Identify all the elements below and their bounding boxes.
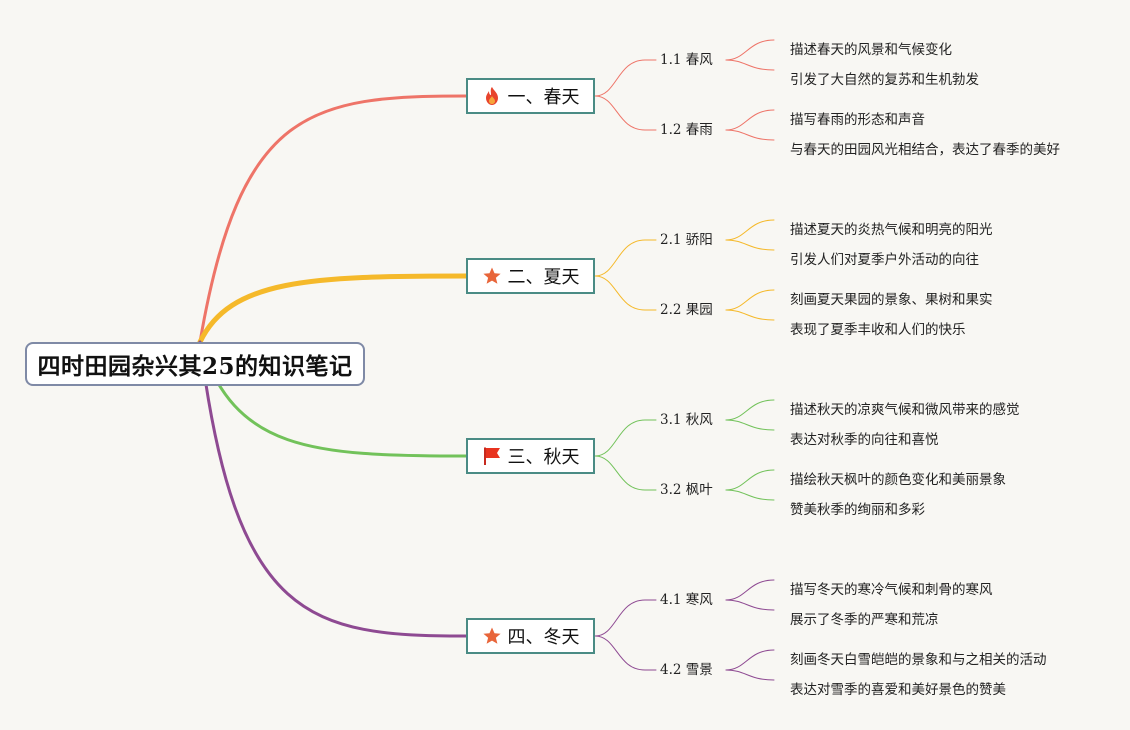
subtopic[interactable]: 3.2 枫叶 (660, 482, 713, 498)
leaf-topic[interactable]: 表达对雪季的喜爱和美好景色的赞美 (790, 682, 1006, 698)
leaf-topic[interactable]: 描写冬天的寒冷气候和刺骨的寒风 (790, 582, 993, 598)
sub-connector (594, 419, 657, 457)
branch-topic[interactable]: 二、夏天 (466, 258, 595, 294)
flag-icon (482, 446, 502, 466)
branch-connector (198, 94, 468, 344)
leaf-connector (725, 239, 775, 251)
branch-label: 四、冬天 (507, 627, 580, 648)
fire-icon (482, 86, 502, 106)
leaf-connector (725, 469, 775, 491)
leaf-connector (725, 219, 775, 241)
leaf-topic[interactable]: 表达对秋季的向往和喜悦 (790, 432, 939, 448)
leaf-topic[interactable]: 刻画冬天白雪皑皑的景象和与之相关的活动 (790, 652, 1047, 668)
leaf-topic[interactable]: 引发了大自然的复苏和生机勃发 (790, 72, 979, 88)
leaf-topic[interactable]: 描述春天的风景和气候变化 (790, 42, 952, 58)
leaf-connector (725, 419, 775, 431)
subtopic[interactable]: 3.1 秋风 (660, 412, 713, 428)
leaf-connector (725, 649, 775, 671)
leaf-connector (725, 309, 775, 321)
leaf-connector (725, 599, 775, 611)
subtopic[interactable]: 4.1 寒风 (660, 592, 713, 608)
leaf-connector (725, 669, 775, 681)
leaf-topic[interactable]: 描述秋天的凉爽气候和微风带来的感觉 (790, 402, 1020, 418)
subtopic[interactable]: 1.1 春风 (660, 52, 713, 68)
subtopic[interactable]: 1.2 春雨 (660, 122, 713, 138)
sub-connector (594, 95, 657, 131)
branch-label: 一、春天 (507, 87, 580, 108)
branch-connector (197, 273, 469, 345)
sub-connector (594, 239, 657, 277)
branch-label: 三、秋天 (507, 447, 580, 468)
branch-topic[interactable]: 四、冬天 (466, 618, 595, 654)
leaf-connector (725, 39, 775, 61)
branch-topic[interactable]: 一、春天 (466, 78, 595, 114)
leaf-topic[interactable]: 与春天的田园风光相结合，表达了春季的美好 (790, 142, 1060, 158)
leaf-connector (725, 489, 775, 501)
sub-connector (594, 59, 657, 97)
leaf-connector (725, 109, 775, 131)
leaf-topic[interactable]: 表现了夏季丰收和人们的快乐 (790, 322, 966, 338)
subtopic[interactable]: 2.2 果园 (660, 302, 713, 318)
branch-topic[interactable]: 三、秋天 (466, 438, 595, 474)
leaf-topic[interactable]: 展示了冬季的严寒和荒凉 (790, 612, 939, 628)
leaf-topic[interactable]: 描述夏天的炎热气候和明亮的阳光 (790, 222, 993, 238)
leaf-connector (725, 289, 775, 311)
leaf-connector (725, 129, 775, 141)
branch-connector (198, 340, 468, 638)
sub-connector (594, 635, 657, 671)
leaf-connector (725, 579, 775, 601)
leaf-connector (725, 59, 775, 71)
branch-label: 二、夏天 (507, 267, 580, 288)
leaf-topic[interactable]: 赞美秋季的绚丽和多彩 (790, 502, 925, 518)
star-icon (482, 266, 502, 286)
subtopic[interactable]: 2.1 骄阳 (660, 232, 713, 248)
leaf-topic[interactable]: 描绘秋天枫叶的颜色变化和美丽景象 (790, 472, 1006, 488)
leaf-topic[interactable]: 引发人们对夏季户外活动的向往 (790, 252, 979, 268)
leaf-connector (725, 399, 775, 421)
leaf-topic[interactable]: 描写春雨的形态和声音 (790, 112, 925, 128)
root-topic[interactable]: 四时田园杂兴其25的知识笔记 (25, 342, 365, 386)
sub-connector (594, 455, 657, 491)
star-icon (482, 626, 502, 646)
sub-connector (594, 599, 657, 637)
sub-connector (594, 275, 657, 311)
leaf-topic[interactable]: 刻画夏天果园的景象、果树和果实 (790, 292, 993, 308)
subtopic[interactable]: 4.2 雪景 (660, 662, 713, 678)
